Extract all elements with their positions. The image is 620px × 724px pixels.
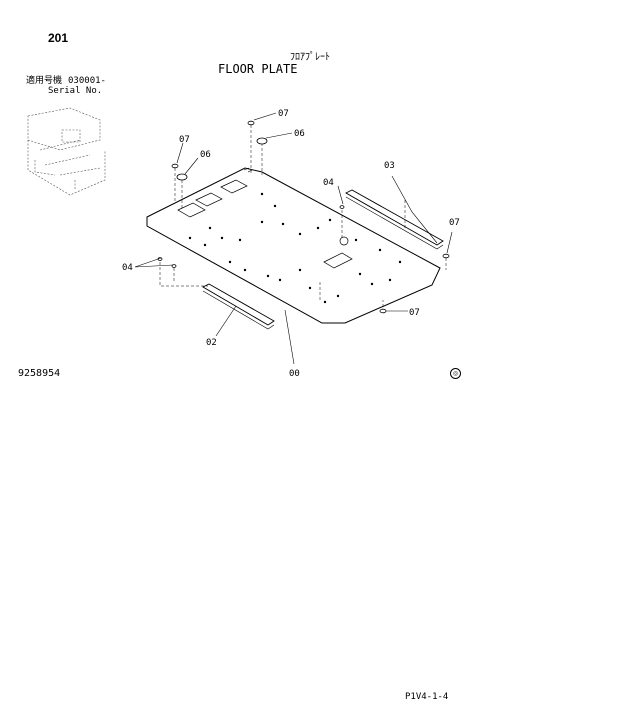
serial-label-jp: 適用号機 — [26, 76, 63, 86]
part-02-bar — [202, 283, 275, 330]
serial-info: 適用号機 030001- — [26, 76, 112, 86]
callout-04: 04 — [122, 263, 133, 273]
callouts: 07 06 07 06 04 03 07 04 07 02 00 — [122, 109, 460, 379]
floor-plate — [146, 167, 441, 324]
callout-07: 07 — [449, 218, 460, 228]
circle-mark-icon: ◎ — [450, 368, 461, 379]
callout-04: 04 — [323, 178, 334, 188]
callout-07: 07 — [278, 109, 289, 119]
callout-07: 07 — [409, 308, 420, 318]
page-code: P1V4-1-4 — [405, 692, 449, 702]
serial-label-en: Serial No. — [48, 86, 103, 96]
page-title: FLOOR PLATE — [218, 62, 298, 76]
callout-06: 06 — [294, 129, 305, 139]
plate-holes — [188, 192, 402, 304]
callout-06: 06 — [200, 150, 211, 160]
part-03-bar — [345, 189, 444, 250]
callout-03: 03 — [384, 161, 395, 171]
title-japanese: ﾌﾛｱﾌﾟﾚｰﾄ — [290, 52, 330, 63]
leader-lines — [134, 112, 453, 365]
callout-00: 00 — [289, 369, 300, 379]
callout-02: 02 — [206, 338, 217, 348]
machine-thumbnail — [27, 107, 106, 196]
page-number: 201 — [48, 31, 69, 45]
serial-value: 030001- — [68, 76, 106, 86]
assembly-lines — [159, 125, 447, 312]
fasteners — [157, 120, 450, 314]
drawing-number: 9258954 — [18, 368, 61, 379]
callout-07: 07 — [179, 135, 190, 145]
